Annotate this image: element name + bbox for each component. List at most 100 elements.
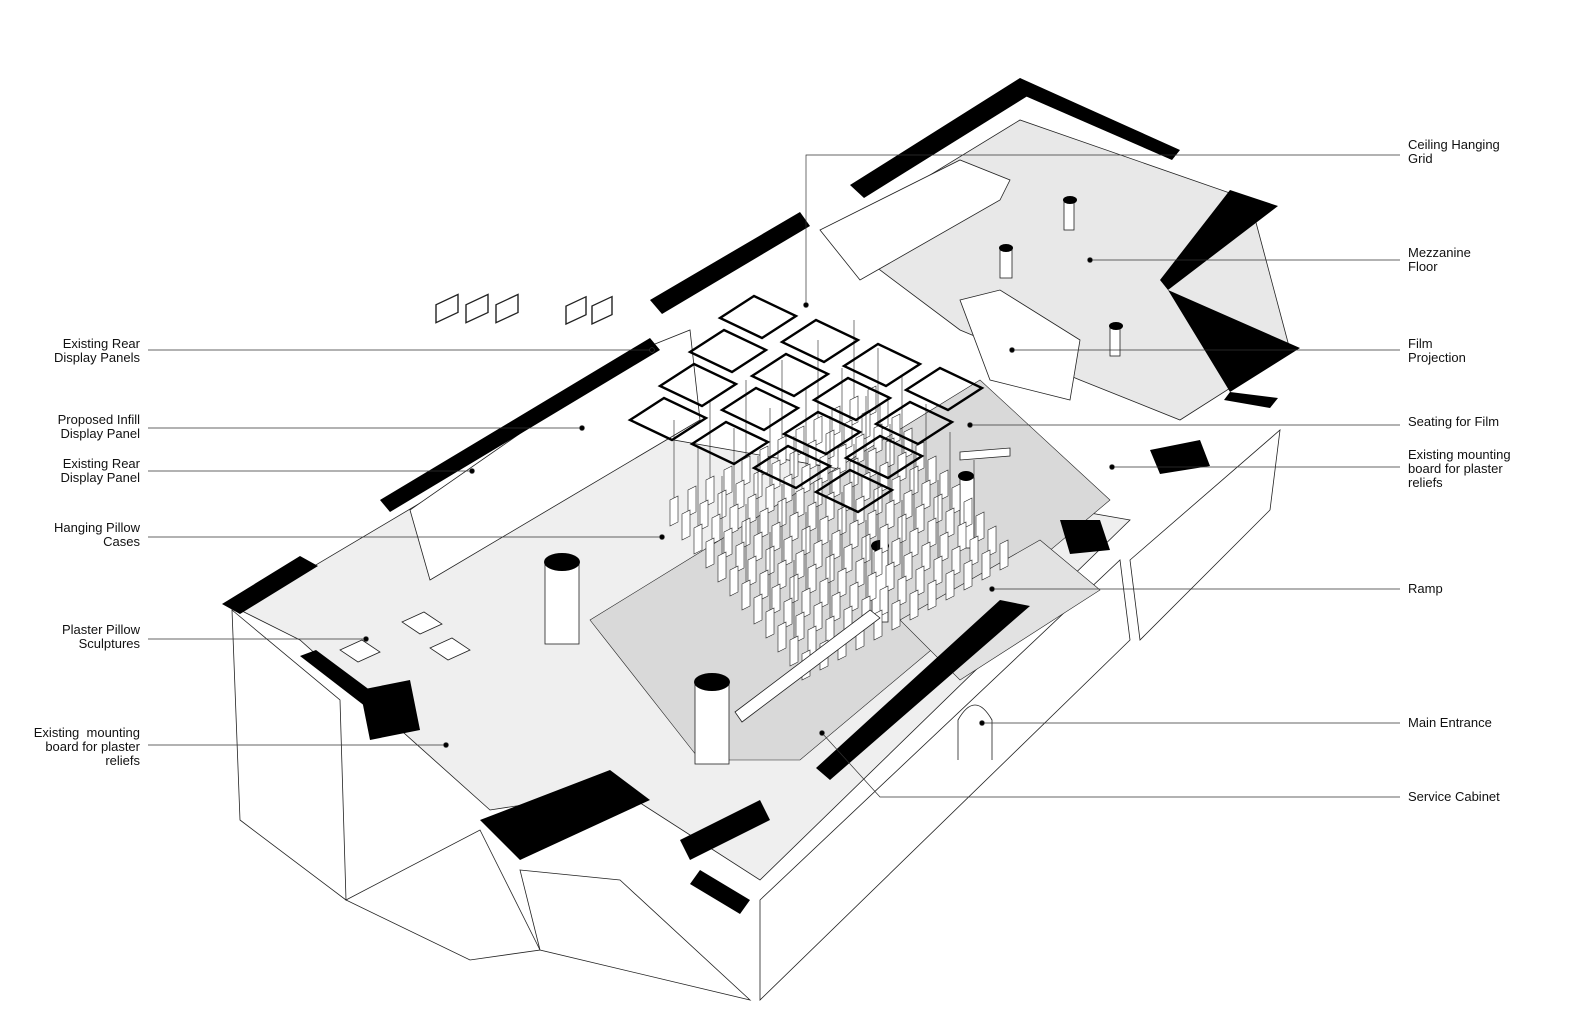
hanging-pillow-case <box>729 565 739 597</box>
hanging-pillow-case <box>783 597 793 629</box>
hanging-pillow-case <box>891 475 901 507</box>
leader-dot <box>979 720 985 726</box>
leader-dot <box>819 730 825 736</box>
hanging-pillow-case <box>789 511 799 543</box>
hanging-pillow-case <box>831 467 841 499</box>
ceiling-hanging-grid <box>627 294 985 514</box>
hanging-pillow-case <box>771 521 781 553</box>
hanging-pillow-case <box>669 495 679 527</box>
hanging-pillow-case <box>939 469 949 501</box>
label-existing-rear-display-panels: Existing Rear Display Panels <box>54 336 140 365</box>
hanging-pillow-case <box>999 539 1009 571</box>
hanging-pillow-case <box>933 555 943 587</box>
ceiling-grid-cell <box>811 376 893 422</box>
hanging-pillow-case <box>891 413 901 445</box>
label-film-projection: Film Projection <box>1408 336 1466 365</box>
hanging-pillow-case <box>783 535 793 567</box>
ceiling-grid-cell <box>627 396 709 442</box>
ceiling-grid-cell <box>687 328 769 374</box>
hanging-pillow-case <box>945 569 955 601</box>
hanging-pillow-case <box>981 549 991 581</box>
ceiling-grid-cell <box>813 468 895 514</box>
leader-dot <box>579 425 585 431</box>
hanging-pillow-case <box>849 581 859 613</box>
hanging-pillow-case <box>963 497 973 529</box>
label-ramp: Ramp <box>1408 581 1443 596</box>
leader-line <box>805 154 1400 305</box>
ceiling-grid-cell <box>717 294 799 340</box>
leader-dot <box>803 302 809 308</box>
long-bench <box>734 609 881 723</box>
ceiling-grid-cell <box>873 400 955 446</box>
hanging-pillow-case <box>735 479 745 511</box>
hanging-pillow-case <box>879 523 889 555</box>
hanging-pillow-case <box>873 547 883 579</box>
mezzanine-block <box>819 159 1011 281</box>
hanging-pillow-case <box>891 599 901 631</box>
hanging-pillow-case <box>795 549 805 581</box>
hanging-pillow-case <box>759 507 769 539</box>
label-proposed-infill-display-panel: Proposed Infill Display Panel <box>57 412 140 441</box>
hanging-pillow-case <box>747 493 757 525</box>
exterior-wall <box>1129 429 1281 641</box>
hanging-pillow-case <box>831 591 841 623</box>
hanging-pillow-case <box>711 513 721 545</box>
hanging-pillow-case <box>687 485 697 517</box>
leader-dot <box>1009 347 1015 353</box>
hanging-pillow-case <box>867 509 877 541</box>
hanging-pillow-case <box>813 601 823 633</box>
hanging-pillow-case <box>747 555 757 587</box>
hanging-pillow-case <box>927 579 937 611</box>
hanging-pillow-case <box>735 541 745 573</box>
hanging-pillow-case <box>819 577 829 609</box>
hanging-pillow-case <box>867 571 877 603</box>
hanging-pillow-case <box>765 607 775 639</box>
entrance-arch <box>957 704 993 760</box>
label-existing-mounting-board-left: Existing mounting board for plaster reli… <box>33 725 140 768</box>
hanging-pillow-case <box>813 415 823 447</box>
hanging-pillow-case <box>939 531 949 563</box>
exterior-wall <box>759 559 1131 1001</box>
hanging-pillow-case <box>831 529 841 561</box>
hanging-pillow-case <box>849 519 859 551</box>
leader-dot <box>443 742 449 748</box>
hanging-pillow-case <box>801 587 811 619</box>
hanging-pillow-case <box>771 583 781 615</box>
hanging-pillow-case <box>915 565 925 597</box>
hanging-pillow-case <box>837 567 847 599</box>
hanging-pillow-case <box>855 557 865 589</box>
hanging-pillow-case <box>681 509 691 541</box>
film-projection-box <box>959 289 1081 401</box>
hanging-pillow-case <box>903 551 913 583</box>
ceiling-grid-cell <box>843 434 925 480</box>
label-existing-mounting-board-right: Existing mounting board for plaster reli… <box>1408 447 1511 490</box>
hanging-pillow-case <box>903 489 913 521</box>
hanging-pillow-case <box>969 535 979 567</box>
label-plaster-pillow-sculptures: Plaster Pillow Sculptures <box>61 622 140 651</box>
hanging-pillow-case <box>951 545 961 577</box>
ceiling-grid-cell <box>689 420 771 466</box>
leader-dot <box>967 422 973 428</box>
hanging-pillow-case <box>795 611 805 643</box>
hanging-pillow-case <box>753 593 763 625</box>
hanging-pillow-case <box>885 561 895 593</box>
label-hanging-pillow-cases: Hanging Pillow Cases <box>54 520 140 549</box>
hanging-pillow-case <box>909 527 919 559</box>
hanging-pillow-case <box>987 525 997 557</box>
hanging-pillow-case <box>795 487 805 519</box>
hanging-pillow-case <box>975 511 985 543</box>
hanging-pillow-case <box>921 541 931 573</box>
hanging-pillow-case <box>789 635 799 667</box>
ceiling-grid-cell <box>719 386 801 432</box>
plaster-pillow-sculptures <box>339 611 471 663</box>
ceiling-grid-cell <box>751 444 833 490</box>
hanging-pillow-case <box>945 507 955 539</box>
hanging-pillow-case <box>777 559 787 591</box>
film-bench <box>959 447 1011 461</box>
hanging-pillow-case <box>879 585 889 617</box>
leader-dot <box>659 534 665 540</box>
hanging-pillow-case <box>885 499 895 531</box>
ceiling-grid-cell <box>781 410 863 456</box>
hanging-pillow-case <box>771 459 781 491</box>
